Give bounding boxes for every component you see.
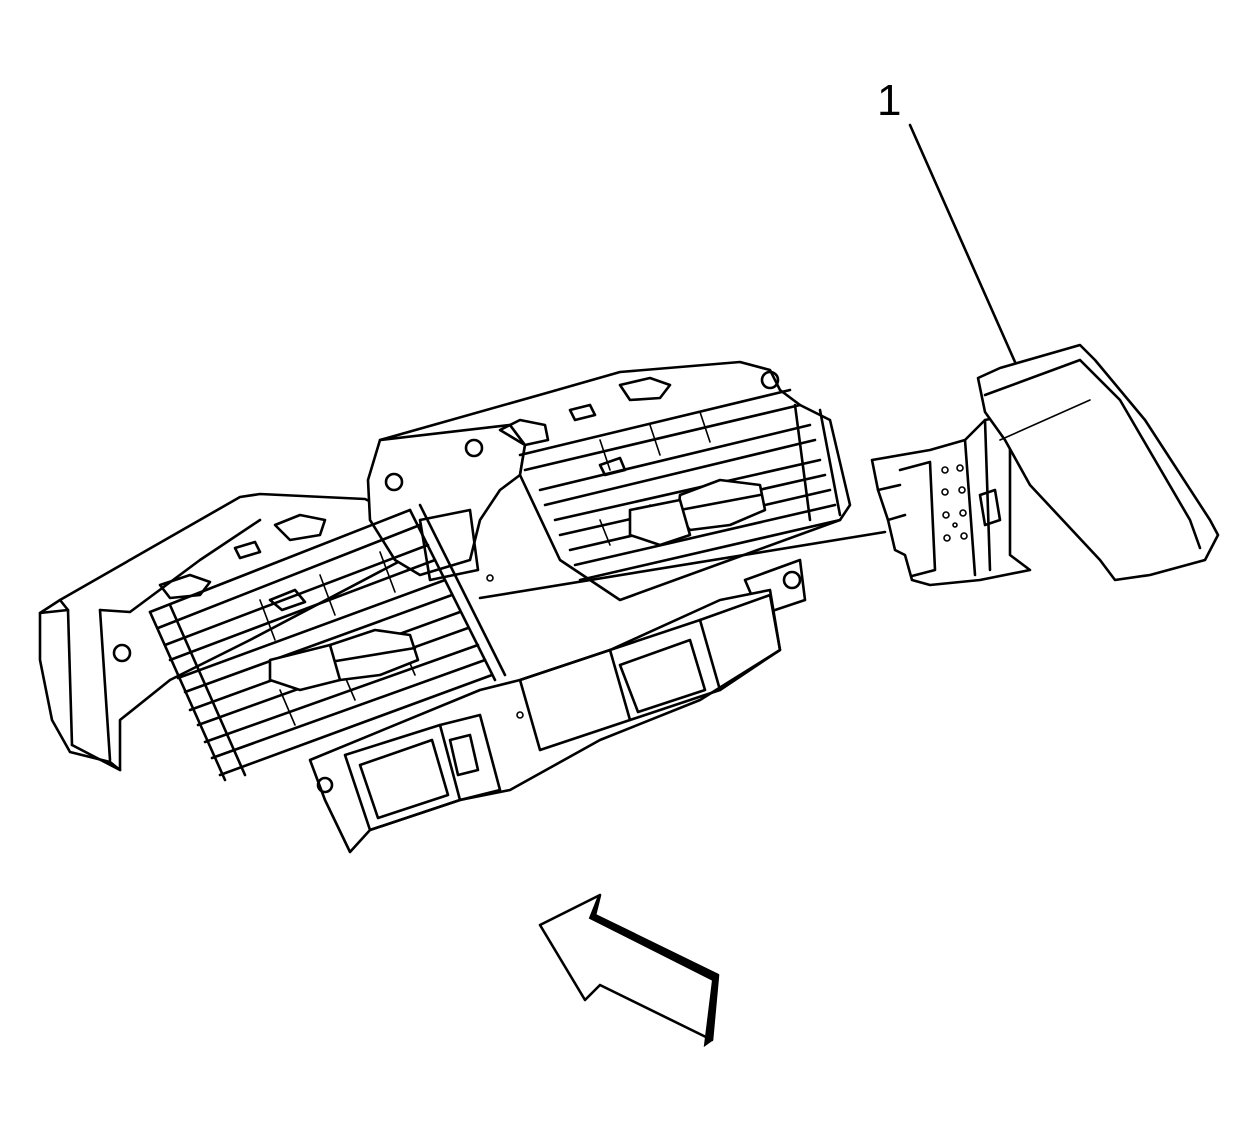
callout-1-leader [908,123,1017,364]
right-vent-adjuster [628,478,767,547]
left-duct-housing [38,492,412,772]
left-vent-louvers [148,503,507,782]
left-vent-adjuster [268,628,420,692]
direction-arrow [538,893,720,1048]
callout-1-label: 1 [877,76,901,125]
switch-component [870,343,1220,587]
lower-duct-outlets [308,588,782,854]
callout-1: 1 [877,76,1017,364]
connector-pins [941,464,968,542]
guide-line [478,530,887,600]
